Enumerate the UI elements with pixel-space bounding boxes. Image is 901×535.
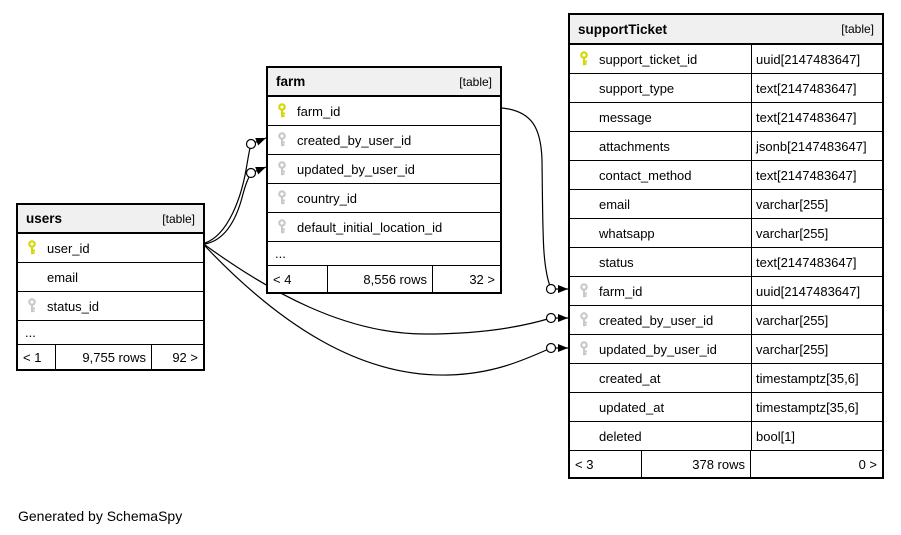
- table-supportTicket-header[interactable]: supportTicket [table]: [570, 15, 882, 45]
- column-row-status[interactable]: status text[2147483647]: [570, 248, 882, 277]
- column-type: uuid[2147483647]: [751, 277, 882, 305]
- foreign-key-icon: [577, 341, 590, 357]
- column-row-contact_method[interactable]: contact_method text[2147483647]: [570, 161, 882, 190]
- column-row-updated_by_user_id[interactable]: updated_by_user_id: [268, 155, 500, 184]
- footer-parents-count: < 1: [18, 345, 56, 369]
- footer-row-count: 9,755 rows: [56, 345, 152, 369]
- table-users-footer: < 1 9,755 rows 92 >: [18, 345, 203, 369]
- column-type: timestamptz[35,6]: [751, 364, 882, 392]
- column-row-created_by_user_id[interactable]: created_by_user_id varchar[255]: [570, 306, 882, 335]
- footer-row-count: 8,556 rows: [328, 266, 433, 292]
- table-users[interactable]: users [table] user_id email sta: [16, 203, 205, 371]
- foreign-key-icon: [577, 312, 590, 328]
- table-badge: [table]: [841, 22, 874, 36]
- table-badge: [table]: [162, 211, 195, 226]
- table-farm-header[interactable]: farm [table]: [268, 68, 500, 97]
- column-row-country_id[interactable]: country_id: [268, 184, 500, 213]
- footer-row-count: 378 rows: [642, 451, 751, 477]
- footer-children-count: 32 >: [469, 271, 495, 287]
- edge-circle-markers: [245, 138, 557, 354]
- column-row-message[interactable]: message text[2147483647]: [570, 103, 882, 132]
- foreign-key-icon: [275, 190, 288, 206]
- table-badge: [table]: [459, 74, 492, 89]
- primary-key-icon: [275, 103, 288, 119]
- column-row-support_type[interactable]: support_type text[2147483647]: [570, 74, 882, 103]
- primary-key-icon: [25, 240, 38, 256]
- table-farm[interactable]: farm [table] farm_id created_by_user_id: [266, 66, 502, 294]
- column-type: jsonb[2147483647]: [751, 132, 882, 160]
- footer-children-count: 0 >: [858, 456, 877, 472]
- column-row-status_id[interactable]: status_id: [18, 292, 203, 321]
- column-type: varchar[255]: [751, 335, 882, 363]
- edge-farm-farm_id-to-supportTicket-farm_id: [501, 107, 568, 290]
- column-row-whatsapp[interactable]: whatsapp varchar[255]: [570, 219, 882, 248]
- table-supportTicket-footer: < 3 378 rows 0 >: [570, 451, 882, 477]
- foreign-key-icon: [25, 298, 38, 314]
- column-row-deleted[interactable]: deleted bool[1]: [570, 422, 882, 451]
- column-row-updated_by_user_id[interactable]: updated_by_user_id varchar[255]: [570, 335, 882, 364]
- table-name: supportTicket: [578, 21, 668, 37]
- column-row-support_ticket_id[interactable]: support_ticket_id uuid[2147483647]: [570, 45, 882, 74]
- foreign-key-icon: [275, 132, 288, 148]
- column-type: bool[1]: [751, 422, 882, 450]
- table-supportTicket[interactable]: supportTicket [table] support_ticket_id …: [568, 13, 884, 479]
- footer-parents-count: < 4: [268, 266, 328, 292]
- column-row-created_by_user_id[interactable]: created_by_user_id: [268, 126, 500, 155]
- edge-arrowheads: [255, 138, 568, 352]
- column-type: varchar[255]: [751, 190, 882, 218]
- more-columns-ellipsis: ...: [268, 242, 500, 266]
- schemaspy-credit: Generated by SchemaSpy: [18, 508, 183, 524]
- column-type: text[2147483647]: [751, 103, 882, 131]
- column-row-default_initial_location_id[interactable]: default_initial_location_id: [268, 213, 500, 242]
- column-row-farm_id[interactable]: farm_id: [268, 97, 500, 126]
- table-farm-footer: < 4 8,556 rows 32 >: [268, 266, 500, 292]
- column-type: text[2147483647]: [751, 161, 882, 189]
- more-columns-ellipsis: ...: [18, 321, 203, 345]
- column-type: text[2147483647]: [751, 74, 882, 102]
- column-type: text[2147483647]: [751, 248, 882, 276]
- column-type: varchar[255]: [751, 306, 882, 334]
- foreign-key-icon: [275, 161, 288, 177]
- column-type: varchar[255]: [751, 219, 882, 247]
- footer-children-count: 92 >: [172, 349, 198, 365]
- column-row-updated_at[interactable]: updated_at timestamptz[35,6]: [570, 393, 882, 422]
- column-row-created_at[interactable]: created_at timestamptz[35,6]: [570, 364, 882, 393]
- column-row-email[interactable]: email varchar[255]: [570, 190, 882, 219]
- column-row-user_id[interactable]: user_id: [18, 234, 203, 263]
- column-row-email[interactable]: email: [18, 263, 203, 292]
- column-row-farm_id[interactable]: farm_id uuid[2147483647]: [570, 277, 882, 306]
- column-type: timestamptz[35,6]: [751, 393, 882, 421]
- footer-parents-count: < 3: [570, 451, 642, 477]
- table-name: users: [26, 211, 63, 226]
- edge-users-user_id-to-farm-created_by_user_id: [204, 137, 267, 244]
- primary-key-icon: [577, 51, 590, 67]
- table-users-header[interactable]: users [table]: [18, 205, 203, 234]
- foreign-key-icon: [577, 283, 590, 299]
- foreign-key-icon: [275, 219, 288, 235]
- column-type: uuid[2147483647]: [751, 45, 882, 73]
- column-row-attachments[interactable]: attachments jsonb[2147483647]: [570, 132, 882, 161]
- table-name: farm: [276, 74, 306, 89]
